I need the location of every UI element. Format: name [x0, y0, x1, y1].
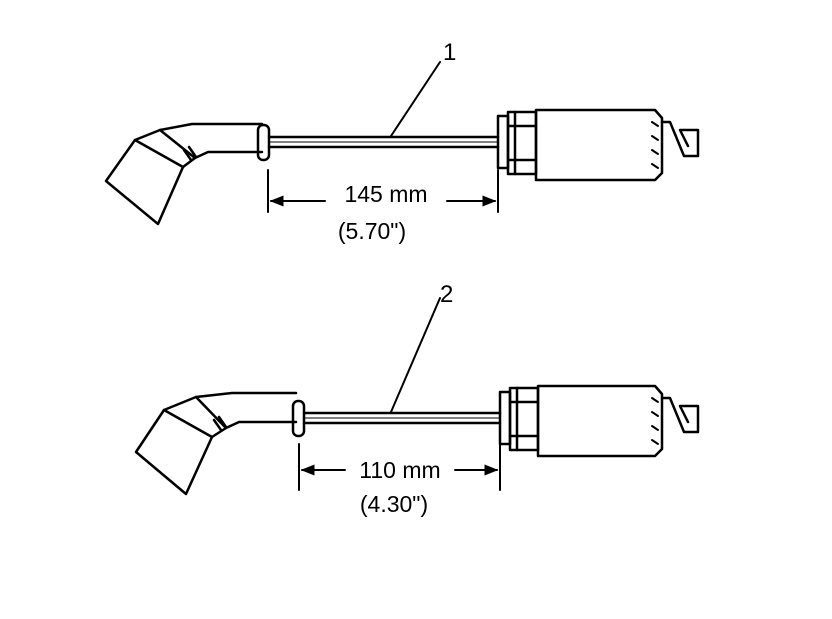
wire	[267, 135, 500, 149]
connector-housing	[498, 384, 700, 458]
dimension-metric: 110 mm	[359, 457, 440, 483]
callout-number: 2	[440, 281, 453, 308]
terminal-boot	[134, 391, 298, 496]
wire	[302, 411, 502, 425]
dimension-imperial: (4.30")	[360, 491, 428, 517]
leader-line	[390, 61, 441, 137]
dimension-line	[298, 443, 501, 491]
collar	[256, 123, 271, 162]
cable-assembly-1: 1 145 mm (5.70")	[104, 39, 700, 244]
collar	[291, 399, 306, 438]
leader-line	[390, 297, 441, 413]
cable-assembly-2: 2 110 mm (4.30")	[134, 281, 700, 517]
dimension-metric: 145 mm	[344, 181, 427, 207]
dimension-imperial: (5.70")	[338, 218, 406, 244]
terminal-boot	[104, 122, 264, 226]
connector-housing	[496, 108, 700, 182]
dimension-line	[267, 169, 499, 213]
callout-number: 1	[443, 39, 456, 66]
